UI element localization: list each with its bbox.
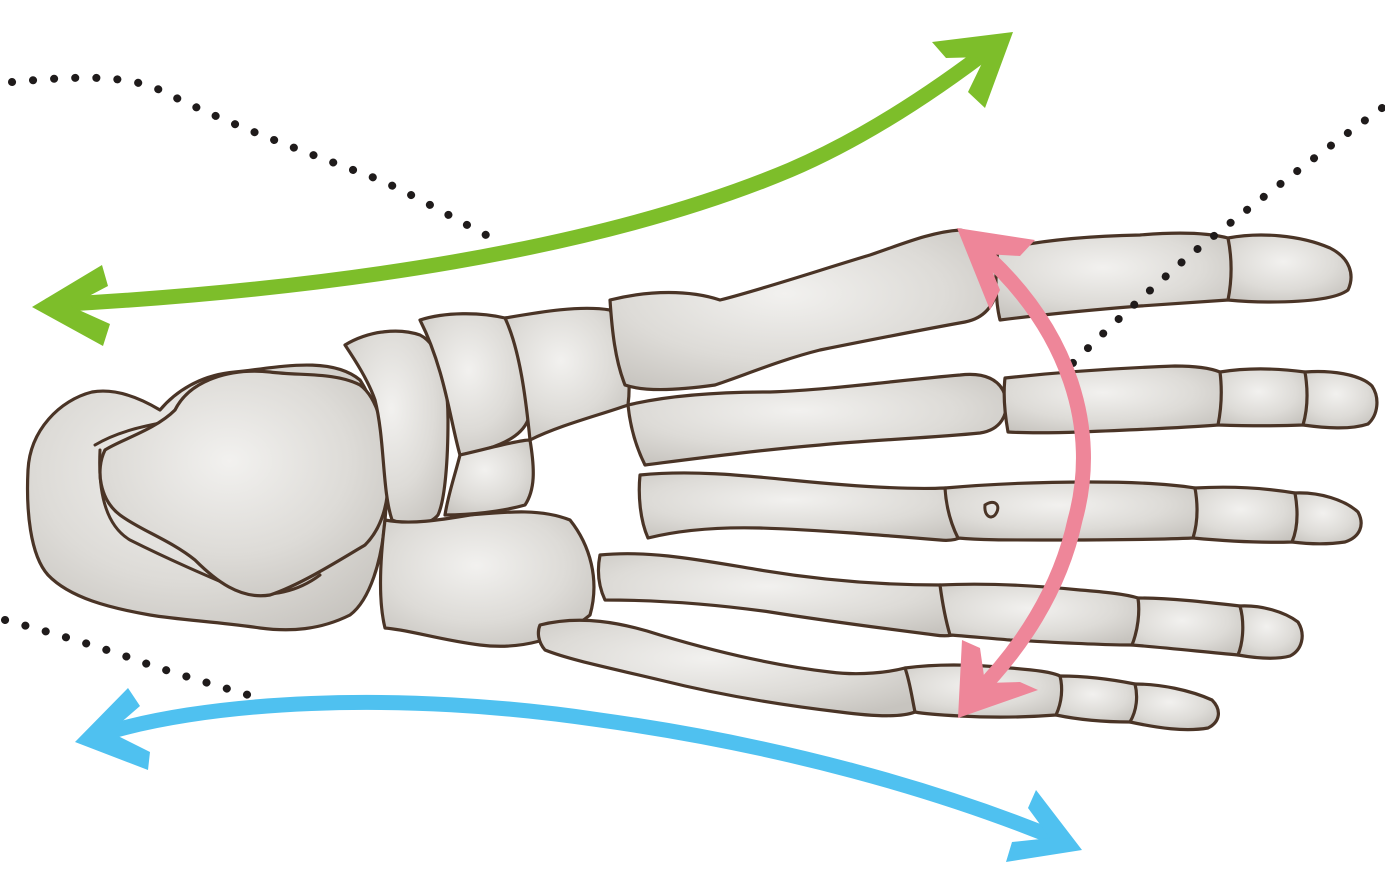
toe-2-distal-phalanx [1303,372,1377,428]
toe-2-proximal-phalanx [1004,366,1223,433]
toe-5-distal-phalanx [1130,684,1218,730]
metatarsal-3-bone [639,473,975,540]
toe-4-distal-phalanx [1238,606,1302,658]
metatarsal-5-bone [538,620,918,716]
toe-5-middle-phalanx [1056,676,1138,722]
toe-3-distal-phalanx [1292,493,1361,544]
leader-line-top-left [12,78,492,238]
foot-skeleton [28,230,1377,730]
toe-3-middle-phalanx [1193,487,1298,542]
toe-1-distal-phalanx [1228,235,1351,302]
toe-4-middle-phalanx [1132,598,1244,655]
metatarsal-1-bone [610,230,998,390]
metatarsal-4-bone [598,554,973,636]
toe-2-middle-phalanx [1218,369,1309,426]
leader-line-bottom-left [5,620,255,697]
